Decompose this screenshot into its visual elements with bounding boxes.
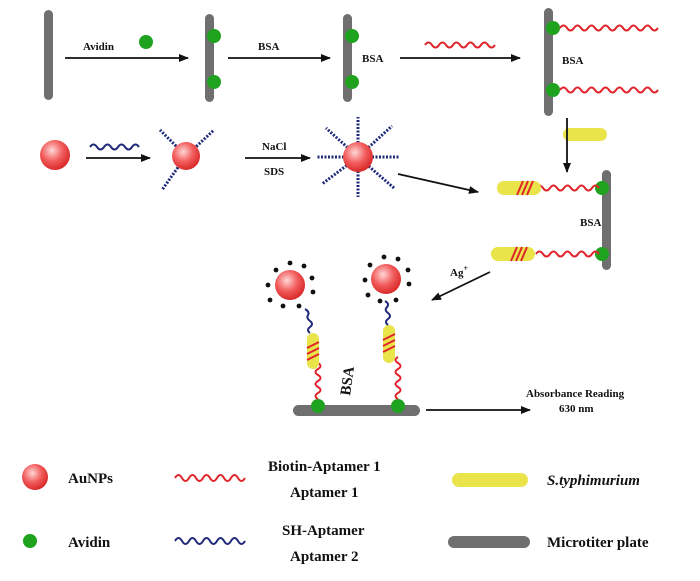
legend-biotin-aptamer-1: Biotin-Aptamer 1 xyxy=(268,459,381,475)
legend-avidin: Avidin xyxy=(68,535,111,551)
silver-enhancement xyxy=(362,254,412,304)
label-nacl: NaCl xyxy=(262,141,286,153)
aptamer1-strand xyxy=(394,356,402,400)
legend-aunps-icon xyxy=(22,464,48,490)
legend-aptamer-1: Aptamer 1 xyxy=(290,485,358,501)
aptamer2-strand xyxy=(304,308,313,334)
avidin-icon xyxy=(207,75,221,89)
row1-plate-aptamer1: BSA xyxy=(544,8,659,116)
avidin-icon xyxy=(139,35,153,49)
aptamer1-strand xyxy=(559,24,659,32)
capture-plate: BSA xyxy=(491,170,611,270)
legend-aunps: AuNPs xyxy=(68,471,113,487)
aunp-aptamer-conjugate xyxy=(158,128,216,191)
legend-microtiter-plate: Microtiter plate xyxy=(547,535,649,551)
aunp-icon xyxy=(343,142,373,172)
aunp-icon xyxy=(275,270,305,300)
row1-plate-avidin xyxy=(205,14,221,102)
legend-aptamer-2: Aptamer 2 xyxy=(290,549,358,565)
row1-plate-bsa: BSA xyxy=(343,14,383,102)
legend-sh-aptamer: SH-Aptamer xyxy=(282,523,365,539)
legend-avidin-icon xyxy=(23,534,37,548)
legend-s-typhimurium: S.typhimurium xyxy=(547,473,640,489)
aunp-icon xyxy=(371,264,401,294)
aptamer2-strand xyxy=(384,300,391,326)
avidin-icon xyxy=(546,83,560,97)
microtiter-plate-icon xyxy=(602,170,611,270)
legend-s-typhimurium-icon xyxy=(452,473,528,487)
label-avidin-step: Avidin xyxy=(83,41,114,53)
legend-aptamer1-icon xyxy=(174,474,246,482)
sh-aptamer2-icon xyxy=(89,143,140,151)
avidin-icon xyxy=(311,399,325,413)
label-absorbance: Absorbance Reading xyxy=(526,388,625,400)
legend-microtiter-plate-icon xyxy=(448,536,530,548)
microtiter-plate-icon xyxy=(44,10,53,100)
s-typhimurium-icon xyxy=(563,128,607,141)
aunp-icon xyxy=(40,140,70,170)
avidin-icon xyxy=(207,29,221,43)
label-wavelength: 630 nm xyxy=(559,403,594,415)
avidin-icon xyxy=(345,29,359,43)
avidin-icon xyxy=(391,399,405,413)
aptamer1-strand xyxy=(559,86,659,94)
legend-aptamer2-icon xyxy=(174,537,246,545)
legend: AuNPs Avidin Biotin-Aptamer 1 Aptamer 1 … xyxy=(22,459,649,565)
label-bsa-plate2: BSA xyxy=(562,55,583,67)
avidin-icon xyxy=(546,21,560,35)
label-bsa-well: BSA xyxy=(338,365,358,396)
sandwich-assembly: BSA xyxy=(265,254,420,416)
avidin-icon xyxy=(345,75,359,89)
aptamer1-strand xyxy=(535,250,600,258)
aunp-aptamer-saturated xyxy=(316,117,400,197)
aunp-icon xyxy=(172,142,200,170)
arrow-ag-step xyxy=(431,271,491,301)
label-sds: SDS xyxy=(264,166,284,178)
label-bsa-step: BSA xyxy=(258,41,279,53)
silver-enhancement xyxy=(265,260,316,309)
row1-plate-bare xyxy=(44,10,53,100)
label-ag: Ag+ xyxy=(450,264,468,279)
aptamer1-strand xyxy=(535,184,600,192)
label-bsa-plate3: BSA xyxy=(580,217,601,229)
biotin-aptamer1-icon xyxy=(424,41,496,49)
label-bsa-plate1: BSA xyxy=(362,53,383,65)
avidin-icon xyxy=(595,247,609,261)
avidin-icon xyxy=(595,181,609,195)
arrow-to-capture xyxy=(397,173,479,194)
